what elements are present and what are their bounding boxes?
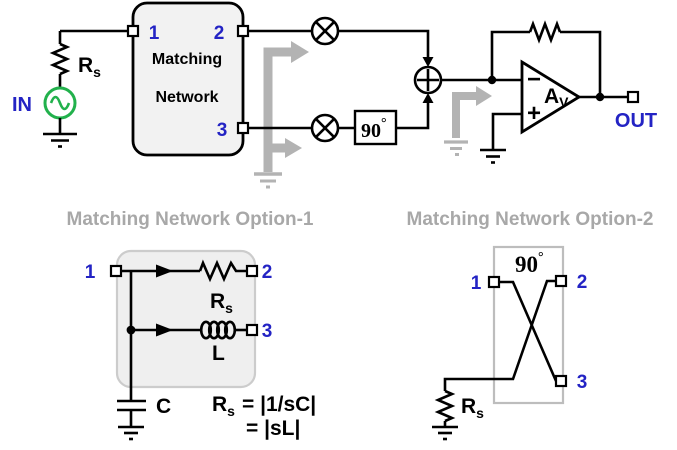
wire-opt2-cross-a bbox=[499, 280, 558, 382]
opt1-resistor-icon bbox=[198, 259, 247, 283]
summer-icon bbox=[413, 65, 443, 95]
matching-network-name-line1: Matching bbox=[152, 51, 222, 68]
option1-box bbox=[115, 249, 257, 389]
opt1-port-3-label: 3 bbox=[262, 321, 273, 342]
mixer-2-icon bbox=[310, 113, 340, 143]
arrowhead-down-icon bbox=[422, 57, 434, 67]
mixer-cross bbox=[314, 117, 336, 139]
phase-shifter-box bbox=[353, 109, 398, 146]
out-label: OUT bbox=[615, 110, 657, 132]
inductor-loop bbox=[207, 320, 221, 340]
opamp-stage: − + AV OUT bbox=[480, 20, 657, 164]
input-source-branch: IN Rs bbox=[12, 29, 128, 148]
feedback-resistor-icon bbox=[528, 20, 562, 44]
opt1-port-1-terminal bbox=[109, 264, 123, 278]
wire-plus-input-to-ground bbox=[491, 112, 522, 149]
mixer-cross bbox=[314, 20, 336, 42]
port-2-terminal bbox=[236, 24, 250, 38]
phase-shifter-label: 90° bbox=[361, 116, 387, 142]
option1-section: Matching Network Option-1 1 2 bbox=[67, 209, 316, 441]
opt1-port-1-label: 1 bbox=[85, 262, 96, 283]
opt2-port-3-terminal bbox=[554, 374, 568, 388]
matching-network-name-line2: Network bbox=[155, 89, 218, 106]
lo-ground-icon bbox=[254, 172, 282, 189]
lo-signal-group-2 bbox=[444, 86, 492, 156]
opt2-ground-icon bbox=[432, 425, 458, 441]
opamp-triangle-icon bbox=[520, 59, 582, 135]
opt2-port-3-label: 3 bbox=[577, 372, 588, 393]
opt2-resistor-label: Rs bbox=[461, 395, 484, 421]
inductor-loop bbox=[223, 320, 237, 340]
opt2-phase-label: 90° bbox=[515, 250, 544, 277]
wire-opt2-cross-b bbox=[443, 279, 556, 391]
opamp-ground-icon bbox=[480, 148, 506, 164]
lo-arrow-up-icon bbox=[291, 41, 309, 63]
port-1-label: 1 bbox=[149, 23, 160, 44]
lo-arrow-icon-2 bbox=[476, 86, 492, 106]
opt1-ground-icon bbox=[118, 425, 144, 441]
option1-title: Matching Network Option-1 bbox=[67, 209, 314, 230]
wire-feedback-right bbox=[560, 30, 602, 97]
opt1-inductor-label: L bbox=[212, 342, 225, 365]
lo-arrow-stem-2 bbox=[452, 92, 476, 138]
inductor-loop bbox=[215, 320, 229, 340]
in-label: IN bbox=[12, 94, 32, 116]
port-3-label: 3 bbox=[217, 120, 228, 141]
opt2-port-1-terminal bbox=[487, 275, 501, 289]
option2-section: Matching Network Option-2 90° 1 2 3 Rs bbox=[407, 209, 654, 441]
inductor-loop bbox=[199, 320, 213, 340]
port-2-label: 2 bbox=[214, 23, 225, 44]
matching-network-block: 1 2 3 Matching Network bbox=[126, 1, 250, 157]
opt2-resistor-icon bbox=[434, 389, 456, 423]
arrowhead-right-icon bbox=[156, 264, 173, 278]
phase-shifter-block: 90° bbox=[353, 109, 398, 146]
arrowhead-up-icon bbox=[422, 93, 434, 103]
lo-arrow-stem bbox=[263, 47, 291, 172]
opt1-capacitor-label: C bbox=[156, 395, 171, 418]
opt1-capacitor-icon bbox=[117, 399, 146, 412]
opt1-port-2-label: 2 bbox=[262, 262, 273, 283]
opt1-resistor-label: Rs bbox=[210, 290, 233, 316]
option2-box bbox=[492, 245, 565, 405]
opt1-port-2-terminal bbox=[245, 264, 259, 278]
opt1-inductor-icon bbox=[199, 320, 237, 340]
junction-dot bbox=[595, 92, 605, 102]
wire-phase-to-summer bbox=[396, 101, 430, 130]
mixer-1-icon bbox=[310, 16, 340, 46]
opt1-formula-line2: = |sL| bbox=[246, 417, 300, 440]
source-resistor-icon bbox=[49, 42, 71, 76]
arrowhead-right-icon bbox=[156, 323, 173, 337]
port-3-terminal bbox=[236, 121, 250, 135]
opamp-minus-sign: − bbox=[527, 66, 541, 93]
sine-wave-icon bbox=[49, 95, 71, 111]
opamp-plus-sign: + bbox=[527, 100, 541, 127]
wire-mixer1-to-summer bbox=[338, 29, 430, 59]
wire-feedback-left bbox=[490, 30, 530, 80]
opt1-formula-line1: Rs= |1/sC| bbox=[212, 393, 316, 419]
opt2-port-1-label: 1 bbox=[471, 273, 482, 294]
opamp-gain-label: AV bbox=[544, 85, 569, 110]
lo-signal-group bbox=[254, 41, 309, 189]
opt2-port-2-terminal bbox=[554, 274, 568, 288]
ground-icon bbox=[43, 132, 77, 148]
lo-arrow-down-icon bbox=[285, 138, 302, 158]
port-1-terminal bbox=[126, 24, 140, 38]
out-terminal bbox=[626, 90, 640, 104]
opt2-port-2-label: 2 bbox=[577, 272, 588, 293]
opt1-port-3-terminal bbox=[245, 323, 259, 337]
matching-network-box bbox=[131, 1, 245, 157]
mixer-paths: 90° bbox=[248, 16, 434, 146]
option2-title: Matching Network Option-2 bbox=[407, 209, 654, 230]
source-resistor-label: Rs bbox=[78, 54, 101, 80]
lo-ground-icon-2 bbox=[444, 140, 468, 156]
